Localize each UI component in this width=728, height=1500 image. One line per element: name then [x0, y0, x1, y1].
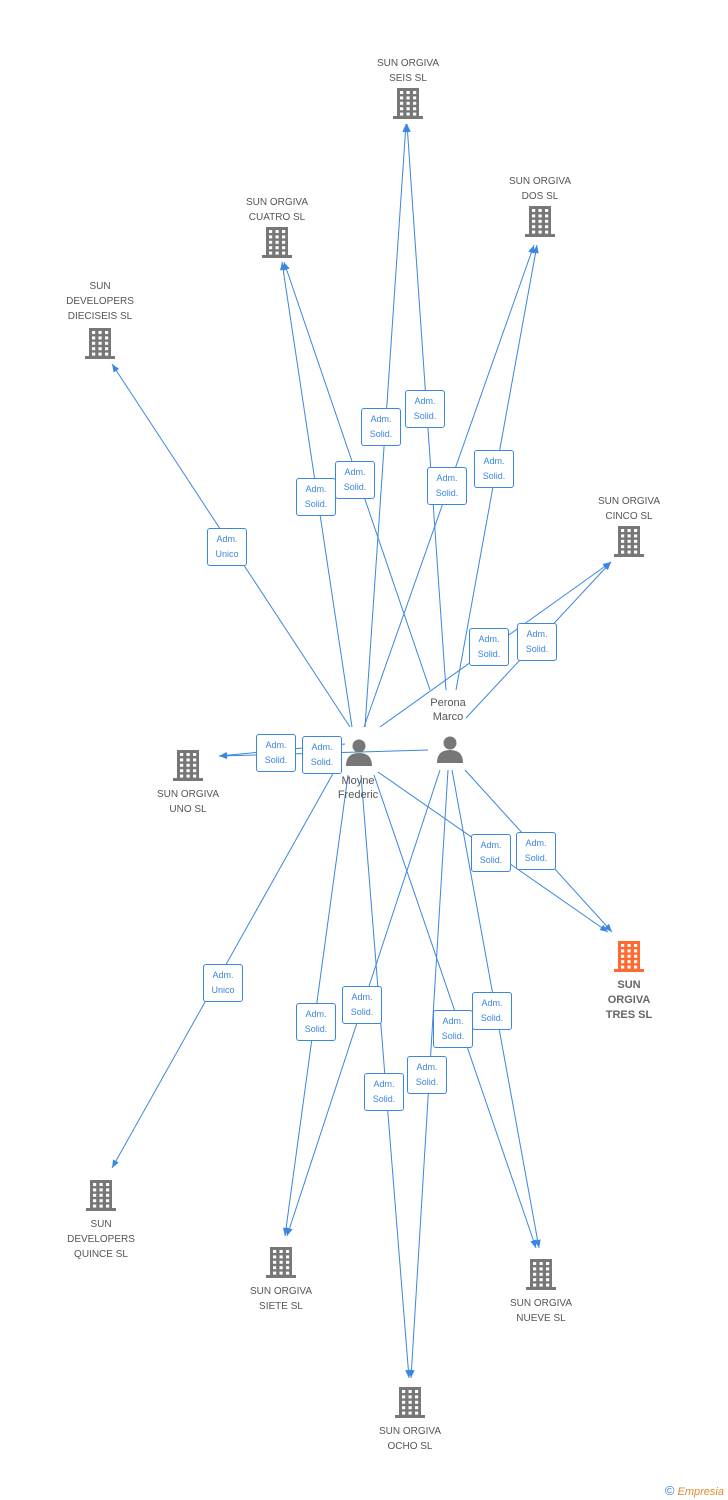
edge-role-label[interactable]: Adm. Unico — [203, 964, 243, 1002]
building-icon — [85, 328, 115, 359]
edge-role-label[interactable]: Adm. Solid. — [296, 1003, 336, 1041]
arrow-head — [283, 262, 290, 271]
edge-role-label[interactable]: Adm. Solid. — [433, 1010, 473, 1048]
person-icon — [437, 736, 463, 763]
building-icon — [262, 227, 292, 258]
person-icon — [346, 739, 372, 766]
edge-role-label[interactable]: Adm. Solid. — [427, 467, 467, 505]
arrow-head — [286, 1227, 293, 1236]
arrow-head — [408, 1369, 415, 1378]
company-label-cinco[interactable]: SUN ORGIVA CINCO SL — [597, 496, 661, 522]
arrow-head — [603, 562, 611, 571]
edge-role-label[interactable]: Adm. Unico — [207, 528, 247, 566]
arrow-head — [532, 245, 539, 254]
building-icon — [266, 1247, 296, 1278]
edge-role-label[interactable]: Adm. Solid. — [364, 1073, 404, 1111]
company-label-dieciseis[interactable]: SUN DEVELOPERS DIECISEIS SL — [66, 281, 134, 322]
edge-role-label[interactable]: Adm. Solid. — [405, 390, 445, 428]
arrow-head — [112, 364, 120, 373]
copyright-icon: © — [664, 1483, 675, 1498]
building-icon — [393, 88, 423, 119]
arrow-head — [599, 924, 608, 932]
nodes-layer — [85, 88, 644, 1418]
edge-role-label[interactable]: Adm. Solid. — [302, 736, 342, 774]
arrow-head — [219, 752, 228, 759]
edge-role-label[interactable]: Adm. Solid. — [407, 1056, 447, 1094]
arrow-head — [404, 124, 411, 133]
company-label-uno[interactable]: SUN ORGIVA UNO SL — [156, 789, 220, 815]
edge-role-label[interactable]: Adm. Solid. — [516, 832, 556, 870]
arrow-head — [112, 1159, 119, 1168]
building-icon — [614, 941, 644, 972]
edge-role-label[interactable]: Adm. Solid. — [342, 986, 382, 1024]
company-label-quince[interactable]: SUN DEVELOPERS QUINCE SL — [67, 1219, 135, 1260]
building-icon — [526, 1259, 556, 1290]
person-label-perona[interactable]: Perona Marco — [430, 697, 466, 723]
watermark: © Empresia — [665, 1483, 724, 1498]
edge-role-label[interactable]: Adm. Solid. — [474, 450, 514, 488]
edge-role-label[interactable]: Adm. Solid. — [256, 734, 296, 772]
arrow-head — [604, 923, 612, 932]
arrow-head — [534, 1239, 541, 1248]
brand-name: Empresia — [677, 1486, 724, 1498]
edge-role-label[interactable]: Adm. Solid. — [361, 408, 401, 446]
company-label-nueve[interactable]: SUN ORGIVA NUEVE SL — [509, 1298, 573, 1324]
building-icon — [614, 526, 644, 557]
company-label-seis[interactable]: SUN ORGIVA SEIS SL — [376, 58, 440, 84]
company-label-siete[interactable]: SUN ORGIVA SIETE SL — [249, 1286, 313, 1312]
edge-role-label[interactable]: Adm. Solid. — [471, 834, 511, 872]
building-icon — [525, 206, 555, 237]
edge-role-label[interactable]: Adm. Solid. — [335, 461, 375, 499]
building-icon — [395, 1387, 425, 1418]
company-label-ocho[interactable]: SUN ORGIVA OCHO SL — [378, 1426, 442, 1452]
edge-role-label[interactable]: Adm. Solid. — [469, 628, 509, 666]
company-label-cuatro[interactable]: SUN ORGIVA CUATRO SL — [245, 197, 309, 223]
edge-role-label[interactable]: Adm. Solid. — [296, 478, 336, 516]
edge-role-label[interactable]: Adm. Solid. — [517, 623, 557, 661]
building-icon — [173, 750, 203, 781]
person-label-moyne[interactable]: Moyne Frederic — [337, 775, 379, 801]
arrow-head — [528, 245, 535, 254]
arrow-head — [530, 1239, 537, 1248]
company-label-dos[interactable]: SUN ORGIVA DOS SL — [508, 176, 572, 202]
company-label-tres[interactable]: SUN ORGIVA TRES SL — [605, 979, 653, 1021]
edge-role-label[interactable]: Adm. Solid. — [472, 992, 512, 1030]
building-icon — [86, 1180, 116, 1211]
